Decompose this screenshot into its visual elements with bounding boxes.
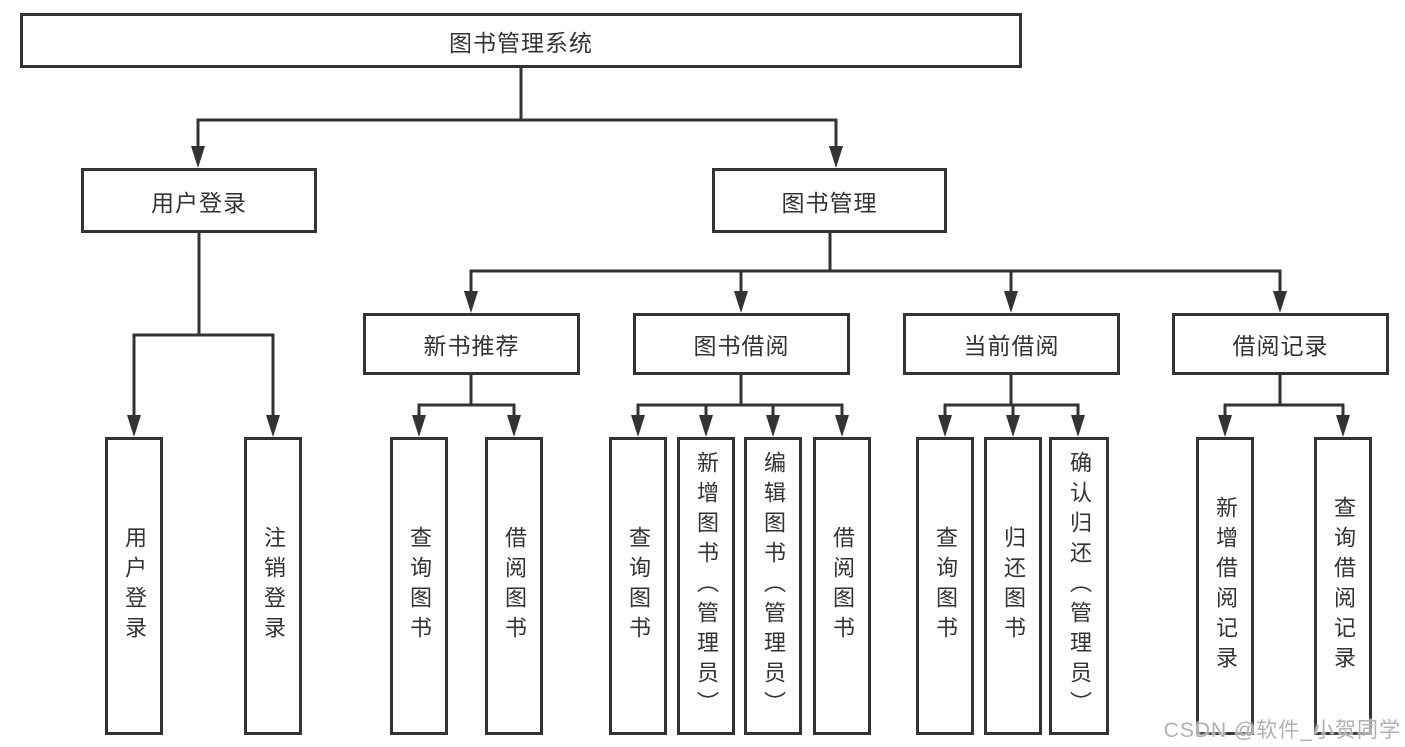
node-current-borrowing: 当前借阅 (903, 313, 1120, 375)
node-query-books-1: 查询图书 (390, 437, 448, 735)
node-query-borrow-record: 查询借阅记录 (1314, 437, 1372, 735)
node-library-system: 图书管理系统 (20, 13, 1022, 68)
node-book-borrowing: 图书借阅 (633, 313, 850, 375)
node-borrow-books-2: 借阅图书 (813, 437, 871, 735)
node-borrowing-records: 借阅记录 (1172, 313, 1389, 375)
node-query-books-2: 查询图书 (609, 437, 667, 735)
node-book-management: 图书管理 (712, 168, 947, 233)
node-new-book-recommendation: 新书推荐 (363, 313, 580, 375)
node-return-books: 归还图书 (984, 437, 1042, 735)
node-user-login: 用户登录 (81, 168, 317, 233)
node-query-books-3: 查询图书 (916, 437, 974, 735)
node-borrow-books-1: 借阅图书 (485, 437, 543, 735)
node-logout: 注销登录 (244, 437, 302, 735)
node-confirm-return-admin: 确认归还（管理员） (1049, 437, 1109, 735)
node-user-login-leaf: 用户登录 (105, 437, 163, 735)
node-add-borrow-record: 新增借阅记录 (1196, 437, 1254, 735)
watermark: CSDN @软件_小贺同学 (1163, 719, 1401, 742)
arrowheads (127, 146, 1350, 437)
node-edit-book-admin: 编辑图书（管理员） (744, 437, 802, 735)
node-add-book-admin: 新增图书（管理员） (677, 437, 735, 735)
